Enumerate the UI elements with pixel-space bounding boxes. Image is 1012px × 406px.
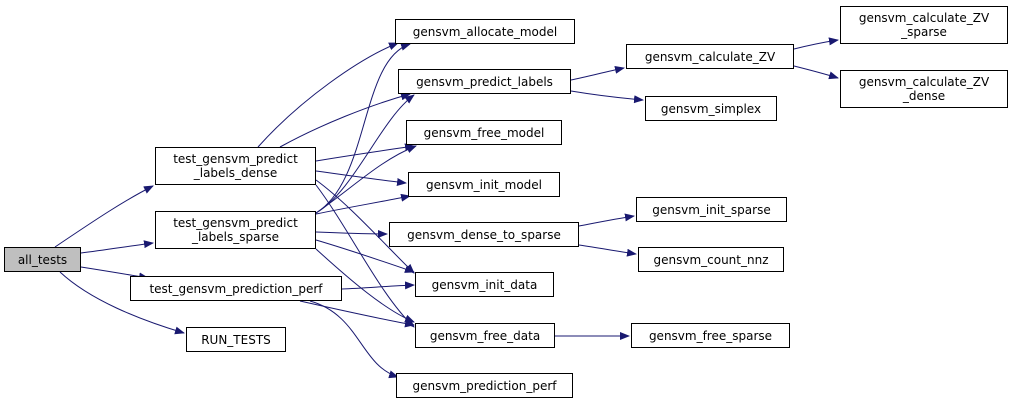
edge-predict-labels-to-calculate-zv (570, 65, 625, 81)
node-gensvm-init-data[interactable]: gensvm_init_data (415, 272, 554, 297)
edge-sparse-to-allocate-model (315, 42, 411, 214)
node-gensvm-count-nnz[interactable]: gensvm_count_nnz (638, 247, 784, 272)
edge-calculate-zv-to-zv-dense (793, 65, 839, 80)
node-label: gensvm_free_data (429, 328, 541, 343)
node-label: gensvm_allocate_model (412, 24, 558, 39)
edge-sparse-to-free-model (315, 145, 417, 214)
edge-dense-to-init-data (315, 179, 415, 274)
node-all-tests[interactable]: all_tests (4, 247, 81, 272)
edge-sparse-to-free-data (315, 248, 415, 323)
node-gensvm-simplex[interactable]: gensvm_simplex (645, 96, 777, 121)
node-test-gensvm-predict-labels-sparse[interactable]: test_gensvm_predict _labels_sparse (155, 211, 316, 249)
node-label: gensvm_init_data (431, 277, 538, 292)
node-gensvm-free-model[interactable]: gensvm_free_model (406, 120, 562, 145)
edge-perf-to-init-data (341, 281, 415, 290)
node-label: gensvm_predict_labels (416, 74, 553, 89)
node-label: gensvm_init_sparse (652, 202, 771, 217)
edge-dense-to-sparse-to-count-nnz (578, 244, 637, 257)
edge-sparse-to-dense-to-sparse (315, 229, 388, 238)
edge-perf-to-free-data (299, 300, 415, 328)
node-gensvm-allocate-model[interactable]: gensvm_allocate_model (395, 19, 575, 44)
node-test-gensvm-predict-labels-dense[interactable]: test_gensvm_predict _labels_dense (155, 147, 316, 185)
node-run-tests[interactable]: RUN_TESTS (186, 327, 286, 352)
node-label: gensvm_init_model (426, 177, 542, 192)
node-gensvm-predict-labels[interactable]: gensvm_predict_labels (398, 69, 571, 94)
edge-dense-to-allocate-model (257, 42, 399, 148)
node-label: gensvm_dense_to_sparse (407, 227, 561, 242)
edge-all-tests-to-run-tests (59, 271, 185, 335)
node-label: gensvm_free_model (423, 125, 545, 140)
node-gensvm-prediction-perf[interactable]: gensvm_prediction_perf (396, 373, 573, 398)
edge-all-tests-to-predict-dense (54, 185, 154, 248)
edge-all-tests-to-predict-sparse (80, 240, 154, 254)
node-gensvm-dense-to-sparse[interactable]: gensvm_dense_to_sparse (389, 222, 579, 247)
node-gensvm-free-data[interactable]: gensvm_free_data (415, 323, 555, 348)
node-label: all_tests (17, 252, 68, 267)
node-label: test_gensvm_predict _labels_dense (173, 152, 298, 180)
node-label: gensvm_calculate_ZV _sparse (858, 11, 990, 39)
node-label: test_gensvm_prediction_perf (149, 281, 323, 296)
edge-dense-to-sparse-to-init-sparse (578, 213, 635, 227)
edge-sparse-to-init-model (315, 193, 411, 215)
node-gensvm-init-model[interactable]: gensvm_init_model (408, 172, 560, 197)
node-gensvm-calculate-zv-dense[interactable]: gensvm_calculate_ZV _dense (840, 70, 1008, 108)
edge-calculate-zv-to-zv-sparse (793, 37, 839, 50)
edge-dense-to-init-model (315, 170, 407, 186)
edge-dense-to-free-data (315, 184, 415, 328)
node-label: gensvm_free_sparse (648, 328, 773, 343)
edge-dense-to-free-model (315, 143, 415, 162)
node-gensvm-calculate-zv[interactable]: gensvm_calculate_ZV (626, 44, 794, 69)
node-gensvm-free-sparse[interactable]: gensvm_free_sparse (631, 323, 790, 348)
edge-predict-labels-to-simplex (570, 90, 644, 104)
node-gensvm-init-sparse[interactable]: gensvm_init_sparse (636, 197, 787, 222)
node-label: gensvm_prediction_perf (412, 378, 557, 393)
node-label: gensvm_calculate_ZV _dense (858, 75, 990, 103)
node-label: RUN_TESTS (201, 332, 271, 347)
node-label: gensvm_simplex (660, 101, 762, 116)
node-gensvm-calculate-zv-sparse[interactable]: gensvm_calculate_ZV _sparse (840, 6, 1008, 44)
edge-dense-to-predict-labels (279, 92, 411, 148)
edge-sparse-to-init-data (315, 239, 415, 273)
node-test-gensvm-prediction-perf[interactable]: test_gensvm_prediction_perf (130, 276, 342, 301)
node-label: test_gensvm_predict _labels_sparse (173, 216, 298, 244)
edge-perf-to-prediction-perf (309, 300, 399, 379)
node-label: gensvm_calculate_ZV (644, 49, 776, 64)
node-label: gensvm_count_nnz (653, 252, 769, 267)
edge-sparse-to-predict-labels (315, 94, 415, 214)
